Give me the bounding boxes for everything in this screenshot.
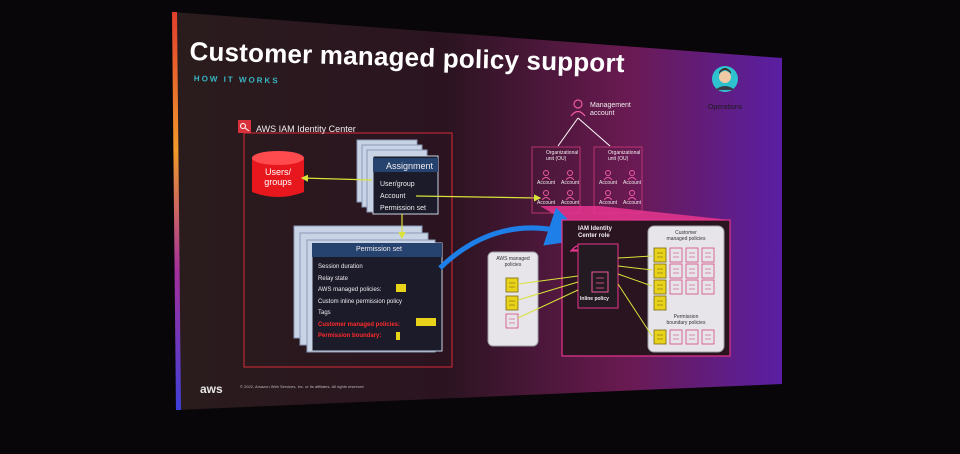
org-tree-lines	[557, 117, 611, 147]
account-user-icon	[603, 170, 613, 181]
management-line-2: account	[590, 110, 615, 117]
slide-left-rail	[172, 12, 181, 410]
ou1-line-2: unit (OU)	[546, 156, 567, 162]
account-label: Account	[599, 200, 618, 206]
operations-label: Operations	[707, 104, 743, 111]
policy-document-icon	[669, 263, 683, 279]
aws-managed-line-1: AWS managed	[496, 256, 530, 262]
policy-document-icon	[669, 329, 683, 345]
policy-document-icon	[505, 313, 519, 329]
iam-identity-center-icon	[238, 120, 251, 133]
inline-policy-document-icon	[591, 271, 609, 293]
account-label: Account	[623, 180, 642, 186]
assignment-title: Assignment	[386, 161, 434, 171]
role-line-1: IAM Identity	[578, 226, 612, 232]
permission-set-title: Permission set	[356, 246, 402, 253]
policy-document-icon	[685, 329, 699, 345]
account-label: Account	[537, 180, 556, 186]
management-account-label: Management account	[590, 102, 631, 118]
policy-document-icon	[669, 247, 683, 263]
role-line-2: Center role	[578, 233, 610, 239]
users-groups-store	[252, 151, 304, 197]
aws-managed-label: AWS managed policies	[492, 256, 534, 268]
aws-logo: aws	[200, 382, 223, 396]
management-account-icon	[570, 99, 586, 117]
policy-document-icon	[653, 279, 667, 295]
policy-document-icon	[701, 329, 715, 345]
role-label: IAM Identity Center role	[578, 226, 612, 240]
policy-document-icon	[669, 279, 683, 295]
assignment-to-account-arrow	[415, 194, 542, 202]
policy-document-icon	[685, 247, 699, 263]
ps-row-customer-managed: Customer managed policies:	[318, 321, 401, 328]
ps-row-tags: Tags	[318, 310, 331, 316]
account-user-icon	[565, 190, 575, 201]
assignment-row-user-group: User/group	[380, 181, 415, 188]
inline-policy-label: Inline policy	[580, 296, 609, 302]
ps-row-relay-state: Relay state	[318, 275, 349, 282]
ps-row-aws-managed: AWS managed policies:	[318, 287, 382, 293]
permission-boundary-label: Permission boundary policies	[656, 314, 716, 326]
account-icons	[541, 170, 637, 201]
boundary-line-2: boundary policies	[666, 320, 706, 326]
identity-center-frame	[243, 132, 453, 368]
account-user-icon	[541, 170, 551, 181]
ou2-line-1: Organizational	[608, 150, 641, 156]
account-label: Account	[623, 200, 642, 206]
customer-line-1: Customer	[675, 230, 697, 236]
provision-arrow	[438, 207, 588, 270]
account-user-icon	[541, 190, 551, 201]
ou-label-2: Organizational unit (OU)	[608, 150, 640, 162]
assignment-row-permission-set: Permission set	[380, 205, 426, 212]
users-groups-line-2: groups	[264, 177, 292, 187]
policy-document-icon	[685, 263, 699, 279]
policy-document-icon	[505, 295, 519, 311]
account-user-icon	[565, 170, 575, 181]
policy-document-icon	[653, 329, 667, 345]
account-user-icon	[627, 170, 637, 181]
projection-funnel	[540, 206, 730, 220]
policy-document-icon	[653, 263, 667, 279]
account-label: Account	[599, 180, 618, 186]
assignment-stack	[356, 139, 439, 215]
assignment-row-account: Account	[380, 193, 406, 200]
role-policy-connectors	[517, 255, 653, 337]
account-label: Account	[561, 200, 580, 206]
policy-document-icon	[653, 247, 667, 263]
users-groups-line-1: Users/	[264, 167, 291, 177]
policy-document-icon	[653, 295, 667, 311]
account-user-icon	[627, 190, 637, 201]
ou2-line-2: unit (OU)	[608, 156, 629, 162]
aws-managed-line-2: policies	[504, 262, 522, 268]
operations-avatar-icon	[712, 66, 738, 92]
users-groups-label: Users/ groups	[262, 167, 294, 187]
assignment-rows: User/group Account Permission set	[380, 179, 426, 215]
permission-set-stack	[293, 225, 443, 353]
policy-document-icon	[701, 263, 715, 279]
account-label: Account	[537, 200, 556, 206]
identity-center-title: AWS IAM Identity Center	[256, 124, 356, 134]
boundary-line-1: Permission	[673, 314, 699, 320]
ou1-line-1: Organizational	[546, 150, 579, 156]
aws-managed-policy-docs	[505, 277, 519, 329]
ps-row-session-duration: Session duration	[318, 264, 363, 270]
policy-document-icon	[505, 277, 519, 293]
management-line-1: Management	[590, 102, 631, 109]
ps-row-custom-inline: Custom inline permission policy	[318, 298, 403, 305]
account-user-icon	[603, 190, 613, 201]
policy-document-icon	[685, 279, 699, 295]
policy-document-icon	[701, 247, 715, 263]
account-label: Account	[561, 180, 580, 186]
customer-managed-policy-docs	[653, 247, 715, 345]
customer-line-2: managed policies	[666, 236, 706, 242]
copyright-text: © 2022, Amazon Web Services, Inc. or its…	[240, 384, 365, 389]
ps-row-permission-boundary: Permission boundary:	[318, 333, 382, 339]
assignment-to-users-arrow	[300, 174, 373, 182]
permission-set-rows: Session duration Relay state AWS managed…	[318, 262, 402, 343]
ou-label-1: Organizational unit (OU)	[546, 150, 578, 162]
policy-document-icon	[701, 279, 715, 295]
customer-managed-label: Customer managed policies	[656, 230, 716, 242]
